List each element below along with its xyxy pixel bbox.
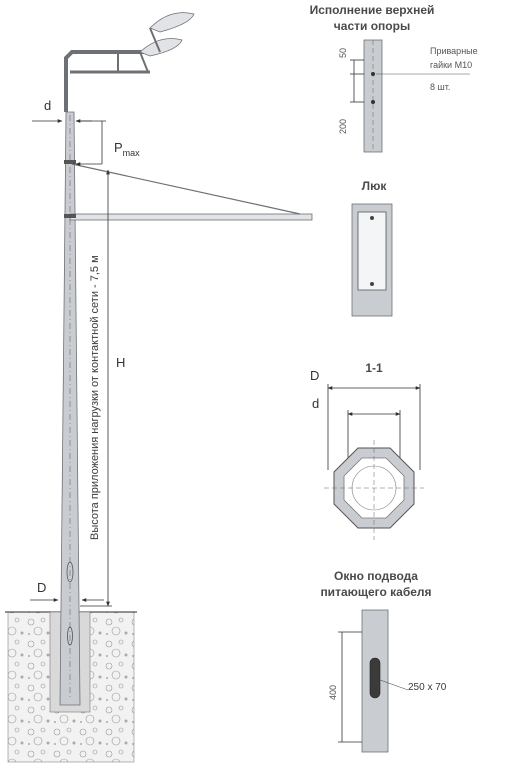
label-d: d [44, 98, 51, 113]
weld-nut-2 [371, 100, 375, 104]
clamp-upper [64, 160, 76, 164]
window-leader [379, 679, 409, 691]
pole-shaft [59, 111, 81, 706]
bracket-upper-arm [64, 50, 160, 112]
window-size-text: 250 х 70 [408, 682, 447, 693]
weld-nut-1 [371, 72, 375, 76]
note-line-1: Приварные [430, 46, 478, 56]
hatch-opening [66, 561, 74, 583]
cable-window [67, 626, 73, 646]
hatch-screw-top [370, 216, 374, 220]
traverse-tie [71, 163, 301, 215]
lamp-lower [139, 38, 183, 57]
dim-200-text: 200 [338, 119, 348, 134]
hatch-screw-bottom [370, 282, 374, 286]
dim-50-text: 50 [338, 48, 348, 58]
cable-title-1: Окно подвода [334, 569, 418, 583]
label-p: Pmax [114, 140, 140, 158]
section-title: 1-1 [365, 361, 383, 375]
note-line-3: 8 шт. [430, 82, 450, 92]
traverse-console [69, 213, 313, 221]
cable-title-2: питающего кабеля [320, 585, 431, 599]
top-detail-title-2: части опоры [334, 19, 410, 33]
lamp-upper [149, 12, 195, 33]
dim-400-text: 400 [328, 685, 338, 700]
cable-detail: Окно подвода питающего кабеля 400 250 х … [320, 569, 447, 753]
hatch-detail: Люк [351, 179, 393, 317]
label-D: D [37, 580, 46, 595]
note-line-2: гайки М10 [430, 60, 472, 70]
clamp-lower [64, 214, 76, 218]
section-detail: 1-1 D d [310, 361, 424, 540]
section-label-D: D [310, 368, 319, 383]
cable-window-slot [369, 657, 381, 699]
label-h: H [116, 355, 125, 370]
top-detail: Исполнение верхней части опоры 50 200 Пр… [310, 3, 478, 153]
hatch-title: Люк [362, 179, 388, 193]
hatch-cover [357, 211, 387, 291]
load-height-text: Высота приложения нагрузки от контактной… [89, 255, 101, 540]
section-label-d: d [312, 396, 319, 411]
main-pole-drawing: d Pmax H Высота приложения нагрузки от к… [5, 12, 313, 763]
top-detail-title-1: Исполнение верхней [310, 3, 435, 17]
